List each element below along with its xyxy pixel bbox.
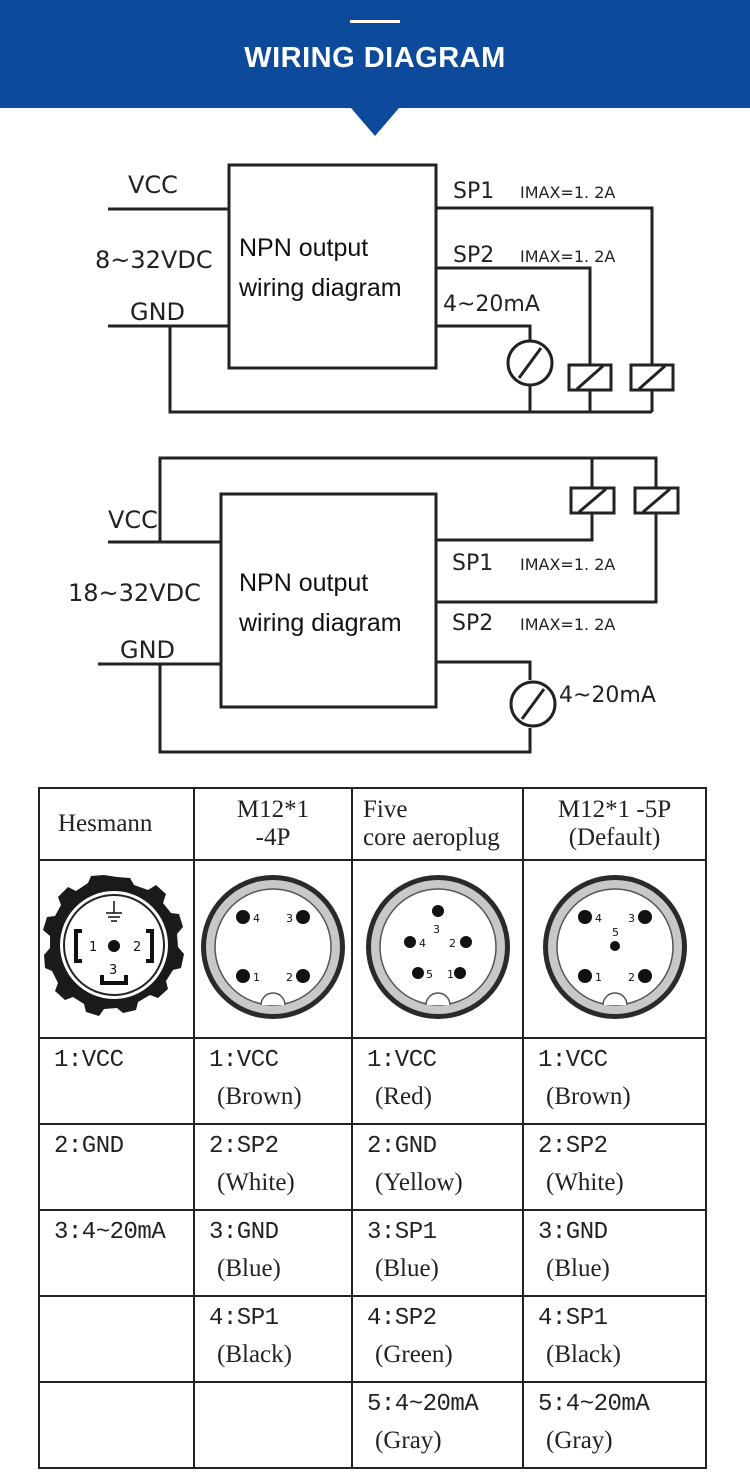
- page-title: WIRING DIAGRAM: [244, 42, 506, 74]
- pin-number: 2: [628, 971, 635, 984]
- sp1-imax-label: IMAX=1. 2A: [520, 183, 615, 202]
- sp2-imax-label: IMAX=1. 2A: [520, 247, 615, 266]
- pin-number: 1: [447, 968, 454, 981]
- pin-number: 5: [612, 926, 619, 939]
- table-cell: [38, 1295, 195, 1383]
- header-m12-5p: M12*1 -5P(Default): [522, 787, 707, 861]
- relay-icon: [569, 486, 616, 515]
- five-core-connector-icon: 3 4 2 5 1: [365, 874, 510, 1019]
- relay-icon: [629, 363, 675, 392]
- m12-5p-connector-icon: 4 5 3 1 2: [542, 874, 687, 1019]
- hesmann-cell: 1 2 3: [38, 859, 195, 1039]
- hesmann-connector-icon: 1 2 3: [42, 874, 184, 1016]
- box-title-line2: wiring diagram: [238, 274, 402, 302]
- wiring-diagram-1: VCC 8~32VDC GND NPN output wiring diagra…: [95, 163, 675, 414]
- gnd-label: GND: [120, 636, 175, 664]
- controller-box: [219, 492, 438, 709]
- table-row: 3:4~20mA 3:GND(Blue) 3:SP1(Blue) 3:GND(B…: [38, 1209, 707, 1297]
- pin-number: 3: [286, 912, 293, 925]
- controller-box: [227, 163, 438, 370]
- table-cell: 4:SP1(Black): [522, 1295, 707, 1383]
- header-m12-4p: M12*1-4P: [193, 787, 353, 861]
- table-cell: 1:VCC(Brown): [522, 1037, 707, 1125]
- table-row: 5:4~20mA(Gray) 5:4~20mA(Gray): [38, 1381, 707, 1469]
- header-hesmann: Hesmann: [38, 787, 195, 861]
- table-cell: 3:4~20mA: [38, 1209, 195, 1297]
- voltage-label: 18~32VDC: [68, 579, 201, 607]
- table-cell: 4:SP1(Black): [193, 1295, 353, 1383]
- pin-number: 2: [286, 971, 293, 984]
- ammeter-icon: [509, 680, 557, 728]
- pin-number: 5: [426, 968, 433, 981]
- box-title-line1: NPN output: [239, 569, 368, 597]
- sp1-label: SP1: [452, 551, 493, 576]
- analog-output-label: 4~20mA: [559, 683, 656, 708]
- pin-number: 3: [628, 912, 635, 925]
- table-cell: 4:SP2(Green): [351, 1295, 524, 1383]
- table-cell: [38, 1381, 195, 1469]
- table-cell: 2:SP2(White): [522, 1123, 707, 1211]
- sp1-imax-label: IMAX=1. 2A: [520, 555, 615, 574]
- analog-output-label: 4~20mA: [443, 292, 540, 317]
- m12-5p-cell: 4 5 3 1 2: [522, 859, 707, 1039]
- pin-number: 4: [595, 912, 602, 925]
- relay-icon: [567, 363, 613, 392]
- table-cell: [193, 1381, 353, 1469]
- box-title-line1: NPN output: [239, 234, 368, 262]
- pin-number: 4: [253, 912, 260, 925]
- connector-image-row: 1 2 3 4 3 1 2: [38, 859, 707, 1039]
- relay-icon: [633, 486, 680, 515]
- table-row: 1:VCC 1:VCC(Brown) 1:VCC(Red) 1:VCC(Brow…: [38, 1037, 707, 1125]
- banner-accent-line: [350, 20, 400, 23]
- pin-number: 1: [89, 940, 97, 955]
- table-cell: 3:GND(Blue): [193, 1209, 353, 1297]
- table-cell: 1:VCC: [38, 1037, 195, 1125]
- table-row: 4:SP1(Black) 4:SP2(Green) 4:SP1(Black): [38, 1295, 707, 1383]
- five-core-cell: 3 4 2 5 1: [351, 859, 524, 1039]
- m12-4p-cell: 4 3 1 2: [193, 859, 353, 1039]
- table-cell: 1:VCC(Brown): [193, 1037, 353, 1125]
- sp1-label: SP1: [453, 179, 494, 204]
- gnd-label: GND: [130, 298, 185, 326]
- table-cell: 3:SP1(Blue): [351, 1209, 524, 1297]
- table-cell: 2:GND(Yellow): [351, 1123, 524, 1211]
- table-cell: 2:SP2(White): [193, 1123, 353, 1211]
- table-cell: 3:GND(Blue): [522, 1209, 707, 1297]
- table-cell: 2:GND: [38, 1123, 195, 1211]
- header-banner: [0, 0, 750, 136]
- pin-number: 1: [253, 971, 260, 984]
- vcc-label: VCC: [108, 506, 158, 534]
- vcc-label: VCC: [128, 171, 178, 199]
- table-row: 2:GND 2:SP2(White) 2:GND(Yellow) 2:SP2(W…: [38, 1123, 707, 1211]
- voltage-label: 8~32VDC: [95, 246, 213, 274]
- sp2-imax-label: IMAX=1. 2A: [520, 615, 615, 634]
- pin-number: 4: [419, 937, 426, 950]
- pin-number: 3: [109, 963, 117, 978]
- banner-background: [0, 0, 750, 136]
- pin-number: 2: [133, 940, 141, 955]
- pin-number: 3: [433, 923, 440, 936]
- table-cell: 1:VCC(Red): [351, 1037, 524, 1125]
- wiring-diagram-2: VCC 18~32VDC GND NPN output wiring diagr…: [68, 456, 680, 754]
- sp2-label: SP2: [452, 611, 493, 636]
- table-cell: 5:4~20mA(Gray): [522, 1381, 707, 1469]
- pin-number: 2: [449, 937, 456, 950]
- ammeter-icon: [506, 339, 554, 387]
- m12-4p-connector-icon: 4 3 1 2: [201, 874, 345, 1019]
- sp2-label: SP2: [453, 243, 494, 268]
- table-cell: 5:4~20mA(Gray): [351, 1381, 524, 1469]
- box-title-line2: wiring diagram: [238, 609, 402, 637]
- pin-number: 1: [595, 971, 602, 984]
